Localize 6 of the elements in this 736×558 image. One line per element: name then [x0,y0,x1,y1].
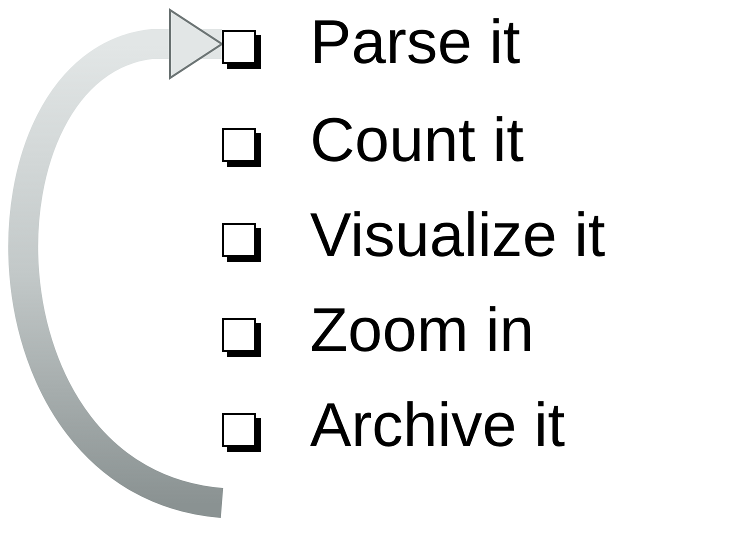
list-item-text: Visualize it [310,205,606,267]
list-item-text: Zoom in [310,300,534,362]
curved-arrow [9,9,226,518]
list-item-text: Archive it [310,395,565,457]
list-item-text: Count it [310,110,524,172]
list-item-text: Parse it [310,12,520,74]
